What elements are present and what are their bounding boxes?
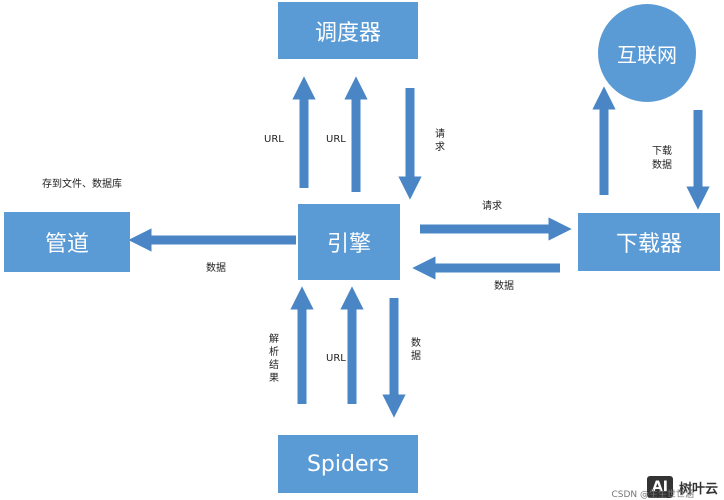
watermark: AI 树叶云	[646, 476, 718, 498]
label-url-2: URL	[326, 134, 346, 145]
pipeline-node: 管道	[4, 212, 130, 272]
watermark-brand: 树叶云	[678, 481, 718, 497]
spiders-node: Spiders	[278, 435, 418, 493]
scheduler-node: 调度器	[278, 2, 418, 59]
label-url-1: URL	[264, 134, 284, 145]
engine-node: 引擎	[298, 204, 400, 280]
label-data-spider: 数据	[411, 338, 421, 362]
label-parse-result: 解析结果	[269, 334, 279, 384]
watermark-credit: CSDN @生生世世涵	[611, 490, 694, 500]
downloader-node: 下载器	[578, 213, 720, 271]
watermark-logo: AI	[646, 476, 673, 498]
label-request-scheduler: 请求	[435, 129, 445, 153]
label-url-spider: URL	[326, 353, 346, 364]
label-data-downloader: 数据	[494, 281, 514, 292]
label-data-pipeline: 数据	[206, 263, 226, 274]
label-download-data: 下载数据	[652, 146, 672, 171]
internet-node: 互联网	[598, 4, 696, 102]
label-request-downloader: 请求	[482, 201, 502, 212]
label-store: 存到文件、数据库	[42, 179, 122, 190]
